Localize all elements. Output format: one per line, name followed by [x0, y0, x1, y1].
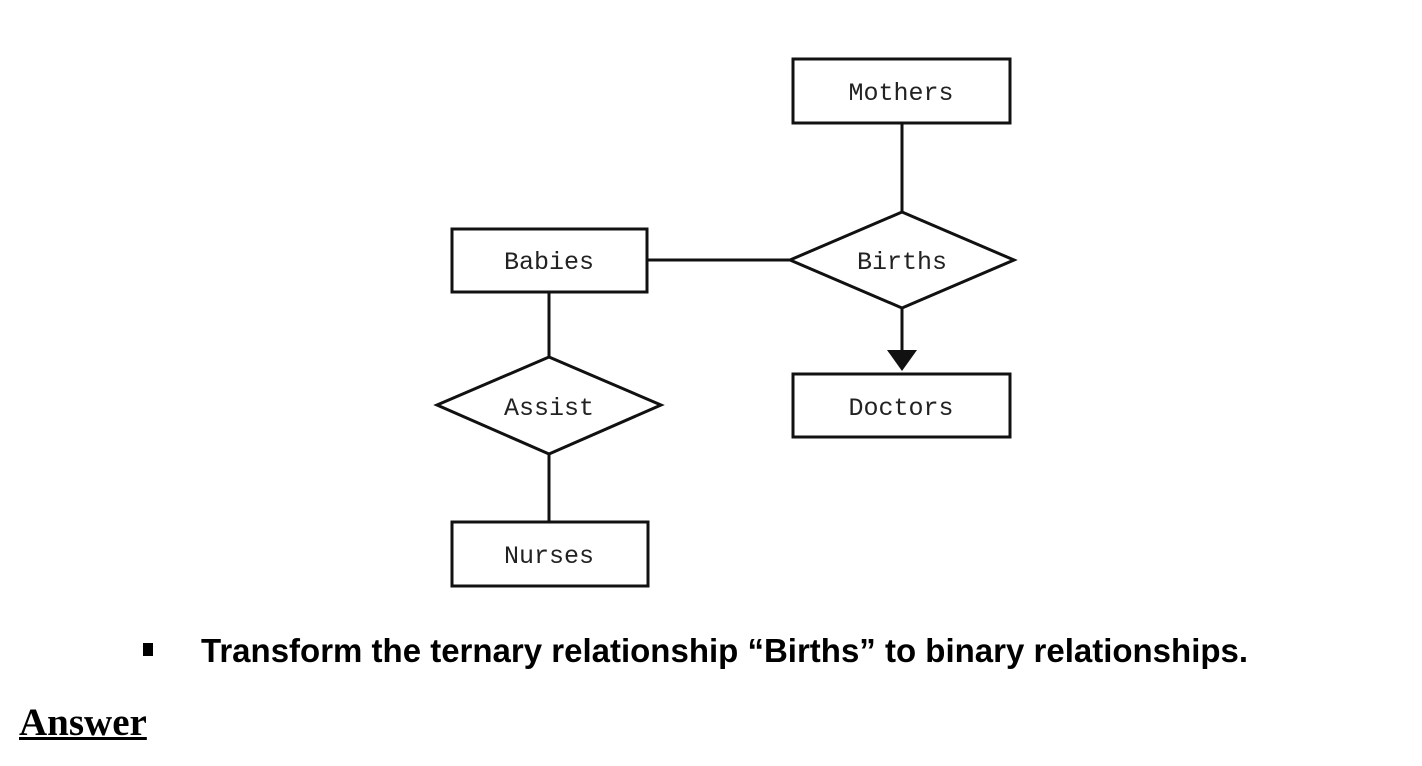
entity-doctors-label: Doctors: [848, 394, 953, 423]
arrow-head: [887, 350, 917, 371]
entity-nurses: Nurses: [450, 520, 650, 588]
relationship-assist-label: Assist: [504, 394, 594, 423]
task-text: Transform the ternary relationship “Birt…: [201, 632, 1249, 669]
er-diagram: Mothers Births Babies Doctors Assist Nur…: [433, 57, 1018, 588]
relationship-births-label: Births: [857, 248, 947, 277]
task-bullet-item: Transform the ternary relationship “Birt…: [143, 632, 1343, 670]
entity-nurses-label: Nurses: [504, 542, 594, 571]
relationship-births: Births: [786, 210, 1018, 310]
entity-mothers: Mothers: [791, 57, 1012, 125]
answer-heading: Answer: [19, 701, 147, 744]
entity-mothers-label: Mothers: [848, 79, 953, 108]
entity-babies: Babies: [450, 227, 649, 294]
entity-doctors: Doctors: [791, 372, 1012, 439]
entity-babies-label: Babies: [504, 248, 594, 277]
square-bullet-icon: [143, 643, 153, 656]
relationship-assist: Assist: [433, 355, 665, 456]
